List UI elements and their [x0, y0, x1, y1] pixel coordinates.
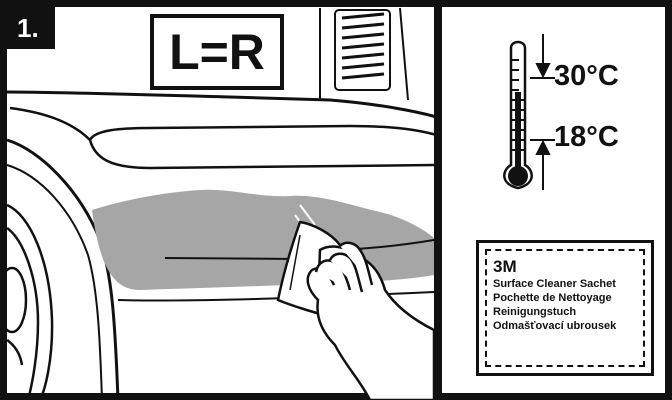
min-temperature-label: 18°C — [554, 121, 619, 154]
sachet-label: 3M Surface Cleaner Sachet Pochette de Ne… — [485, 249, 645, 367]
max-temperature-label: 30°C — [554, 60, 619, 93]
sachet-name-de: Reinigungstuch — [493, 305, 637, 319]
sachet-name-fr: Pochette de Nettoyage — [493, 291, 637, 305]
sachet-name-en: Surface Cleaner Sachet — [493, 277, 637, 291]
sachet-name-cs: Odmašťovací ubrousek — [493, 319, 637, 333]
sachet-brand: 3M — [493, 257, 637, 277]
temperature-range-arrows — [530, 34, 555, 190]
surface-cleaner-sachet: 3M Surface Cleaner Sachet Pochette de Ne… — [476, 240, 654, 376]
